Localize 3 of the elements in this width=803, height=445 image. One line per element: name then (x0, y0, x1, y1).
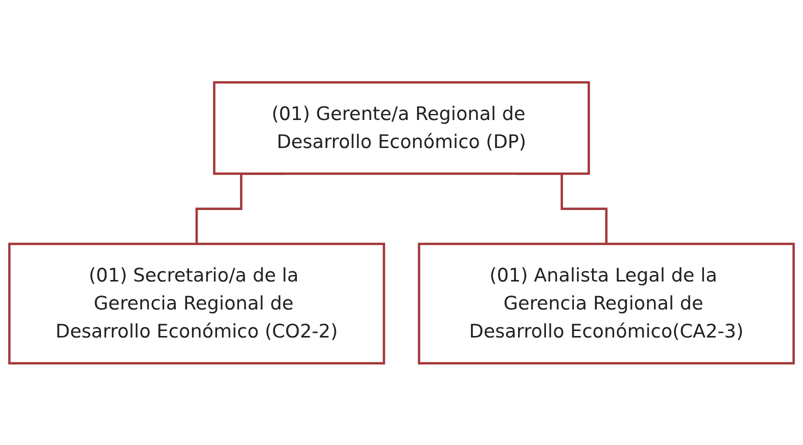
node-box: (01) Gerente/a Regional de Desarrollo Económico (DP) (213, 80, 590, 174)
node-box: (01) Secretario/a de la Gerencia Regional de Desarrollo Económico (CO2-2) (8, 242, 386, 364)
node-box: (01) Analista Legal de la Gerencia Regional de Desarrollo Económico(CA2-3) (418, 242, 795, 364)
